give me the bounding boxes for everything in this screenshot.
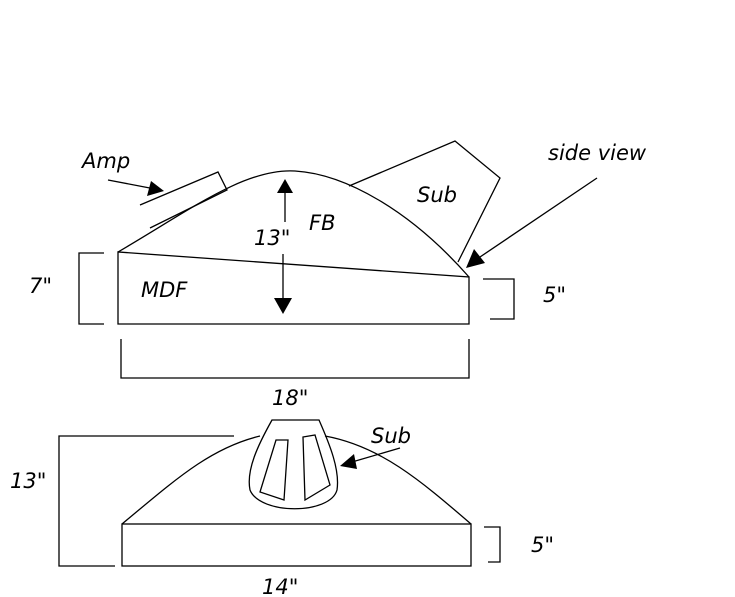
height-7-bracket bbox=[78, 252, 104, 325]
width-18-label: 18" bbox=[272, 386, 308, 410]
sub-arrowhead-front bbox=[340, 454, 357, 469]
side-view-pointer bbox=[479, 177, 598, 258]
width-18-bracket bbox=[120, 339, 470, 379]
sub-slot-right bbox=[302, 434, 331, 502]
height-13-arrowhead-up bbox=[277, 179, 293, 193]
amp-arrowhead bbox=[147, 181, 164, 196]
sub-block-side bbox=[348, 140, 501, 263]
amp-pointer bbox=[107, 179, 156, 190]
height-13-label-side: 13" bbox=[254, 226, 290, 250]
mdf-label: MDF bbox=[141, 278, 188, 302]
fb-label: FB bbox=[309, 211, 336, 235]
height-7-label: 7" bbox=[29, 274, 52, 298]
height-13-bracket-front bbox=[58, 435, 234, 567]
sub-pointer-front bbox=[351, 447, 401, 463]
height-13-label-front: 13" bbox=[10, 469, 46, 493]
front-hump bbox=[121, 435, 261, 525]
width-14-label: 14" bbox=[262, 575, 298, 597]
mdf-box bbox=[117, 251, 470, 325]
fiberglass-hump bbox=[117, 170, 470, 278]
amp-block bbox=[139, 171, 228, 229]
front-view: Sub 13" 5" 14" bbox=[10, 419, 554, 597]
height-5-bracket-front bbox=[484, 526, 501, 563]
side-view: Amp side view Sub FB 13" MDF 7" 5" 18" bbox=[29, 140, 647, 410]
front-base-box bbox=[121, 523, 472, 567]
height-5-label-side: 5" bbox=[543, 283, 566, 307]
height-13-arrowhead-down bbox=[274, 298, 292, 314]
sub-label-front: Sub bbox=[371, 424, 411, 448]
amp-label: Amp bbox=[80, 149, 130, 173]
sub-housing-front bbox=[248, 419, 339, 510]
side-view-arrowhead bbox=[466, 249, 485, 268]
front-hump-right bbox=[324, 435, 472, 525]
side-view-label: side view bbox=[548, 141, 647, 165]
sub-slot-left bbox=[259, 439, 289, 501]
height-5-bracket-side bbox=[483, 278, 515, 320]
sub-label-side: Sub bbox=[417, 183, 457, 207]
height-5-label-front: 5" bbox=[531, 533, 554, 557]
